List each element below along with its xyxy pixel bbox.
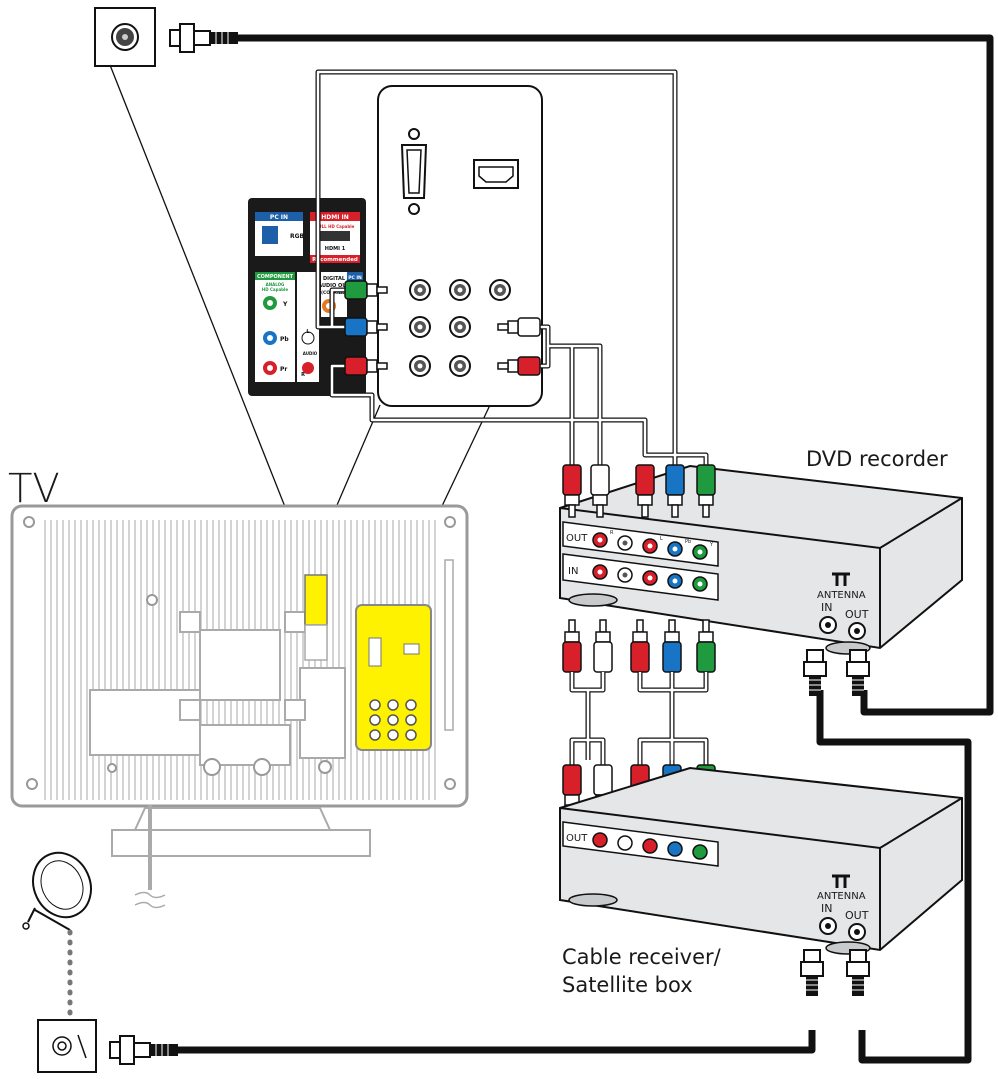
cable-out-label: OUT xyxy=(566,833,588,844)
tv-panel-black: PC IN RGB HDMI IN FULL HD Capable HDMI 1… xyxy=(248,198,366,396)
panel-hdmi-sub: FULL HD Capable xyxy=(316,224,355,229)
dvd-recorder-label: DVD recorder xyxy=(806,447,948,471)
tv-label: TV xyxy=(8,466,60,512)
panel-digital: DIGITAL xyxy=(323,276,346,282)
cable-ant-in-label: IN xyxy=(821,902,832,915)
panel-pb: Pb xyxy=(280,336,289,343)
cable-ant-out-label: OUT xyxy=(845,909,869,922)
dvd-ant-in-label: IN xyxy=(821,601,832,614)
cable-receiver-label-line1: Cable receiver/ xyxy=(562,945,722,969)
panel-rgb-label: RGB xyxy=(290,233,305,240)
cable-receiver-label-line2: Satellite box xyxy=(562,973,693,997)
panel-hdmi1-label: HDMI 1 xyxy=(325,246,346,252)
dvd-r-label: R xyxy=(610,530,614,536)
dvd-antenna-label: ANTENNA xyxy=(817,590,866,601)
panel-y: Y xyxy=(282,301,288,308)
panel-audio-out: AUDIO OUT xyxy=(318,283,350,289)
tv-back xyxy=(10,504,469,909)
panel-hdmi-in-label: HDMI IN xyxy=(321,214,349,221)
panel-pc-in-label: PC IN xyxy=(270,214,288,221)
panel-pr: Pr xyxy=(280,366,287,373)
dvd-out-label: OUT xyxy=(566,533,588,544)
antenna-cables xyxy=(178,34,994,1064)
wall-antenna-socket xyxy=(94,7,156,67)
wall-satellite-socket xyxy=(37,1019,97,1073)
dvd-l-label: L xyxy=(660,536,663,542)
panel-hd-capable: HD Capable xyxy=(262,287,288,292)
dvd-ant-out-label: OUT xyxy=(845,608,869,621)
panel-pc-in2: PC IN xyxy=(348,275,362,281)
coax-plug-bottom xyxy=(109,1035,178,1065)
panel-component-label: COMPONENT xyxy=(257,274,294,280)
cable-antenna-label: ANTENNA xyxy=(817,891,866,902)
panel-r: R xyxy=(301,372,305,378)
middle-plugs xyxy=(562,619,716,673)
panel-l: L xyxy=(306,329,310,335)
tv-side-plugs xyxy=(344,280,541,376)
panel-analog-label: ANALOG xyxy=(266,282,285,287)
tv-panel-white xyxy=(377,85,543,407)
panel-audio: AUDIO xyxy=(303,351,318,356)
dvd-pb-label: Pb xyxy=(685,539,691,545)
dvd-y-label: Y xyxy=(709,542,714,548)
dvd-in-label: IN xyxy=(568,566,578,577)
coax-plug-top xyxy=(169,23,238,53)
panel-recommended: Recommended xyxy=(312,257,358,263)
satellite-dish xyxy=(22,851,92,1023)
cable-receiver-box: OUT ANTENNA IN OUT xyxy=(559,766,963,955)
dvd-recorder: OUT IN R L Pb Y ANTENNA IN OUT xyxy=(559,464,963,655)
